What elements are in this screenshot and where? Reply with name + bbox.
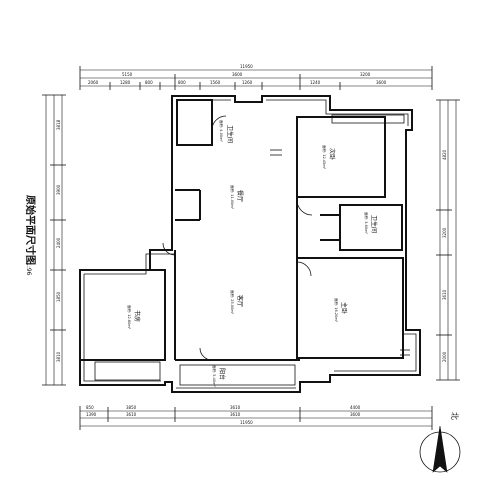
dim-top-r2-5: 1260	[242, 80, 253, 85]
dim-bottom-1: 3850	[126, 405, 137, 410]
dim-right-0: 4820	[442, 149, 447, 160]
dim-left-2: 2400	[56, 237, 61, 248]
room-label-bathroom-1: 卫生间	[226, 125, 234, 143]
room-label-master-bedroom: 主卧	[340, 302, 348, 314]
room-label-study: 书房	[133, 310, 141, 322]
dim-top-r2-0: 2060	[88, 80, 99, 85]
dim-top-r2-1: 1280	[120, 80, 131, 85]
dim-top-total: 11950	[240, 64, 253, 69]
room-area-dining: 面积: 11.00m²	[230, 185, 235, 210]
north-arrow: 北	[419, 412, 461, 473]
dim-right: 4820 3200 3610 2000	[436, 99, 460, 381]
dim-top-r2-4: 1560	[210, 80, 221, 85]
dim-bottom-2: 3610	[230, 405, 241, 410]
dim-top-r1-2: 3200	[360, 72, 371, 77]
dim-right-2: 3610	[442, 289, 447, 300]
room-labels: 卫生间 面积: 4.00m² 次卧 面积: 12.45m² 餐厅 面积: 11.…	[127, 120, 378, 387]
dim-top-r1-1: 3600	[232, 72, 243, 77]
dim-left-0: 3818	[56, 119, 61, 130]
room-area-bedroom-2: 面积: 12.45m²	[322, 145, 327, 170]
dim-right-3: 2000	[442, 351, 447, 362]
room-label-bathroom-2: 卫生间	[370, 215, 378, 233]
dim-top-r2-6: 1240	[310, 80, 321, 85]
dim-bottom-r2-3: 3600	[350, 412, 361, 417]
dim-left-3: 1850	[56, 291, 61, 302]
inner-walls	[79, 99, 405, 386]
north-arrow-icon	[432, 425, 448, 473]
outer-walls	[79, 95, 421, 393]
room-area-living: 面积: 25.00m²	[230, 290, 235, 315]
dim-bottom-0: 850	[86, 405, 94, 410]
dim-bottom-total: 11950	[240, 420, 253, 425]
dim-left-4: 3810	[56, 351, 61, 362]
dim-bottom-3: 4400	[350, 405, 361, 410]
room-label-living: 客厅	[236, 295, 244, 307]
dim-top: 11950 5150 3600 3200 2060 1280 800 800 1…	[79, 64, 433, 90]
doors	[162, 115, 410, 361]
dim-bottom-r2-0: 1390	[86, 412, 97, 417]
dim-bottom-r2-2: 3610	[230, 412, 241, 417]
dim-bottom: 850 3850 3610 4400 1390 3610 3610 3600 1…	[79, 405, 433, 430]
scale-text: 1:96	[25, 262, 32, 276]
dim-left: 3818 3900 2400 1850 3810	[42, 94, 66, 386]
dim-right-1: 3200	[442, 227, 447, 238]
dim-top-r1-0: 5150	[122, 72, 133, 77]
dim-top-r2-2: 800	[145, 80, 153, 85]
room-label-dining: 餐厅	[236, 190, 244, 202]
room-label-bedroom-2: 次卧	[328, 148, 336, 160]
dim-bottom-r2-1: 3610	[126, 412, 137, 417]
drawing-title: 原始平面尺寸图 1:96	[24, 195, 37, 276]
north-label: 北	[450, 412, 459, 420]
room-area-balcony: 面积: 5.40m²	[212, 365, 217, 387]
room-area-master-bedroom: 面积: 16.20m²	[334, 298, 339, 323]
title-text: 原始平面尺寸图	[24, 195, 37, 265]
dim-top-r2-3: 800	[178, 80, 186, 85]
dim-top-r2-7: 3600	[376, 80, 387, 85]
room-area-bathroom-1: 面积: 4.00m²	[219, 120, 224, 142]
room-area-study: 面积: 12.80m²	[127, 305, 132, 330]
dim-left-1: 3900	[56, 184, 61, 195]
room-label-balcony: 阳台	[218, 368, 226, 380]
room-area-bathroom-2: 面积: 3.60m²	[364, 212, 369, 234]
